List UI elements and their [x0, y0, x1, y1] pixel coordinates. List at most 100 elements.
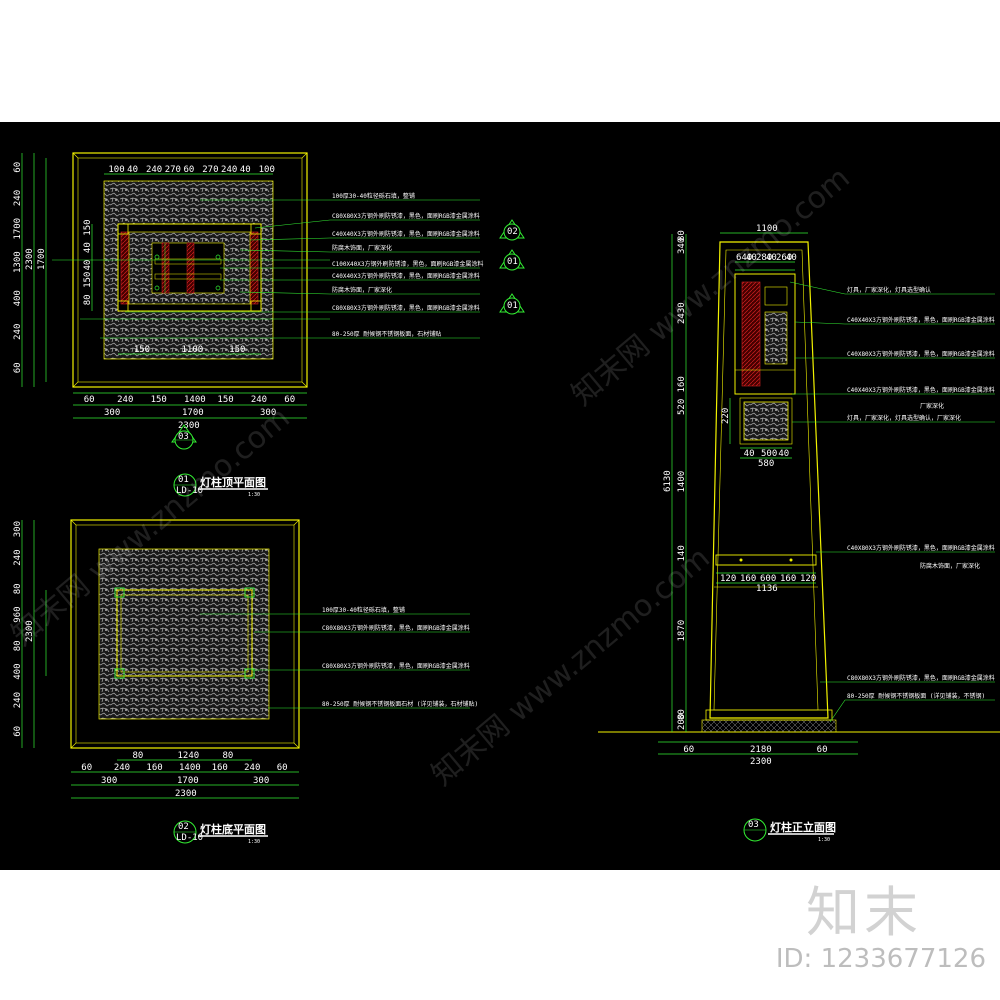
plan1-callout-tag-4: 01 — [507, 257, 518, 267]
plan1-vdim: 1300 — [13, 251, 23, 273]
plan2-title-block: 02 LD-10 灯柱底平面图 1:30 — [173, 820, 268, 845]
plan2-number: 02 — [178, 822, 189, 832]
plan2-callout-1: C80X80X3方钢外刷防锈漆，黑色，面刷RGB漆金属涂料 — [322, 624, 470, 632]
elev-vdim: 80 — [677, 709, 687, 720]
plan1-vdim: 60 — [13, 162, 23, 173]
elev-band-dim: 160 — [780, 574, 796, 584]
plan1-vdim: 240 — [13, 190, 23, 206]
plan2-title: 灯柱底平面图 — [200, 822, 266, 836]
plan2-bottom-dim: 60 — [81, 763, 92, 773]
elev-upper-dim: 280 — [756, 253, 772, 263]
plan2-top-dim: 1240 — [178, 751, 200, 761]
plan2-top-dim: 80 — [223, 751, 234, 761]
elev-upper-dim: 40 — [766, 253, 777, 263]
plan2-vdim-total: 2300 — [25, 620, 35, 642]
plan1-callout-2: C40X40X3方钢外刷防锈漆，黑色，面刷RGB漆金属涂料 — [332, 230, 480, 238]
elev-callout-8: C80X80X3方钢外刷防锈漆，黑色，面刷RGB漆金属涂料 — [847, 674, 995, 682]
elev-callout-5: 灯具，厂家深化，灯具选型确认，厂家深化 — [847, 414, 961, 422]
plan1-outer-frame — [72, 152, 308, 388]
plan2-bottom-dim: 240 — [244, 763, 260, 773]
plan1-scale: 1:30 — [248, 492, 260, 498]
plan1-bottom-dim: 60 — [284, 395, 295, 405]
plan2-vdim: 60 — [13, 726, 23, 737]
section-tag-number: 03 — [178, 432, 189, 442]
plan2-stone-infill — [98, 548, 270, 720]
plan1-inner-dim: 150 — [229, 345, 245, 355]
elev-window-dim: 580 — [758, 459, 774, 469]
plan2-bottom-dim2: 1700 — [177, 776, 199, 786]
elev-vdim: 2430 — [677, 302, 687, 324]
plan1-bottom-dim: 1400 — [184, 395, 206, 405]
elev-vdim: 160 — [677, 376, 687, 392]
plan1-vdim-inner: 80 — [83, 294, 93, 305]
elev-upper-dim: 640 — [736, 253, 752, 263]
elev-callout-9: 80-250厚 耐候钢不锈钢板面 (详见铺装，不锈钢) — [847, 692, 985, 700]
elev-callout-4: 厂家深化 — [920, 402, 944, 410]
column-outline — [709, 241, 829, 719]
plan1-top-dim: 240 — [146, 165, 162, 175]
elev-callout-3: C40X40X3方钢外刷防锈漆，黑色，面刷RGB漆金属涂料 — [847, 386, 995, 394]
elev-callout-0: 灯具，厂家深化，灯具选型确认 — [847, 286, 931, 294]
elev-small-dim: 40 — [778, 449, 789, 459]
elev-upper-dim: 260 — [776, 253, 792, 263]
plan1-vdim: 1700 — [13, 218, 23, 240]
elev-title: 灯柱正立面图 — [770, 820, 836, 834]
plan1-title: 灯柱顶平面图 — [200, 475, 266, 489]
elev-callout-7: 防腐木饰面，厂家深化 — [920, 562, 980, 570]
elev-upper-dim: 40 — [786, 253, 797, 263]
elev-vdim: 200 — [677, 714, 687, 730]
plan1-bottom-total: 2300 — [178, 421, 200, 431]
plan1-callout-tag-2: 02 — [507, 227, 518, 237]
plan2-ref: LD-10 — [176, 833, 203, 843]
plan1-top-dim: 40 — [240, 165, 251, 175]
elev-scale: 1:30 — [818, 837, 830, 843]
plan1-bottom-dim: 150 — [151, 395, 167, 405]
elev-base-total: 2300 — [750, 757, 772, 767]
plan1-callout-1: C80X80X3方钢外刷防锈漆，黑色，面刷RGB漆金属涂料 — [332, 212, 480, 220]
plan2-callout-3: 80-250厚 耐候钢不锈钢板面石材 (详见铺装，石材铺贴) — [322, 700, 478, 708]
plan1-bottom-dim2: 300 — [104, 408, 120, 418]
plan2-bottom-dim: 160 — [146, 763, 162, 773]
elev-callout-2: C40X80X3方钢外刷防锈漆，黑色，面刷RGB漆金属涂料 — [847, 350, 995, 358]
elev-callout-1: C40X40X3方钢外刷防锈漆，黑色，面刷RGB漆金属涂料 — [847, 316, 995, 324]
plan1-top-dim: 270 — [165, 165, 181, 175]
plan2-bottom-dim2: 300 — [253, 776, 269, 786]
plan2-bottom-dim: 160 — [212, 763, 228, 773]
plan1-callout-0: 100厚30-40粒径砾石填，整铺 — [332, 192, 415, 200]
elev-small-dim: 500 — [761, 449, 777, 459]
plan2-bottom-total: 2300 — [175, 789, 197, 799]
plan1-bottom-dim: 150 — [217, 395, 233, 405]
plan2-vdim: 80 — [13, 640, 23, 651]
elev-vdim-total: 6130 — [663, 470, 673, 492]
plan1-vdim: 240 — [13, 324, 23, 340]
elev-band-dim: 160 — [740, 574, 756, 584]
plan1-top-dim: 270 — [202, 165, 218, 175]
plan2-vdim: 960 — [13, 606, 23, 622]
plan1-vdim-inner: 40 — [83, 242, 93, 253]
elev-base-dim: 60 — [683, 745, 694, 755]
plan2-vdim: 240 — [13, 549, 23, 565]
plan1-callout-7: C80X80X3方钢外刷防锈漆，黑色，面刷RGB漆金属涂料 — [332, 304, 480, 312]
brand-logo-text: 知末 — [806, 881, 922, 944]
plan1-bottom-dim: 240 — [117, 395, 133, 405]
plan1-callout-6: 防腐木饰面，厂家深化 — [332, 286, 392, 294]
elev-vdim: 1870 — [677, 620, 687, 642]
elev-band-dim: 600 — [760, 574, 776, 584]
elev-side-dim: 220 — [721, 408, 731, 424]
plan1-top-dim: 40 — [127, 165, 138, 175]
elev-small-dim: 40 — [744, 449, 755, 459]
plan1-top-dim: 100 — [259, 165, 275, 175]
plan1-top-dim: 100 — [108, 165, 124, 175]
plan1-callout-5: C40X40X3方钢外刷防锈漆，黑色，面刷RGB漆金属涂料 — [332, 272, 480, 280]
elev-vdim: 340 — [677, 238, 687, 254]
plan2-top-dim: 80 — [133, 751, 144, 761]
plan1-callout-3: 防腐木饰面，厂家深化 — [332, 244, 392, 252]
plan1-callout-4: C100X40X3方钢外刷防锈漆，黑色，面刷RGB漆金属涂料 — [332, 260, 483, 268]
elev-title-block: 03 灯柱正立面图 1:30 — [743, 818, 836, 843]
plan1-vdim: 400 — [13, 290, 23, 306]
plan1-vdim: 60 — [13, 362, 23, 373]
